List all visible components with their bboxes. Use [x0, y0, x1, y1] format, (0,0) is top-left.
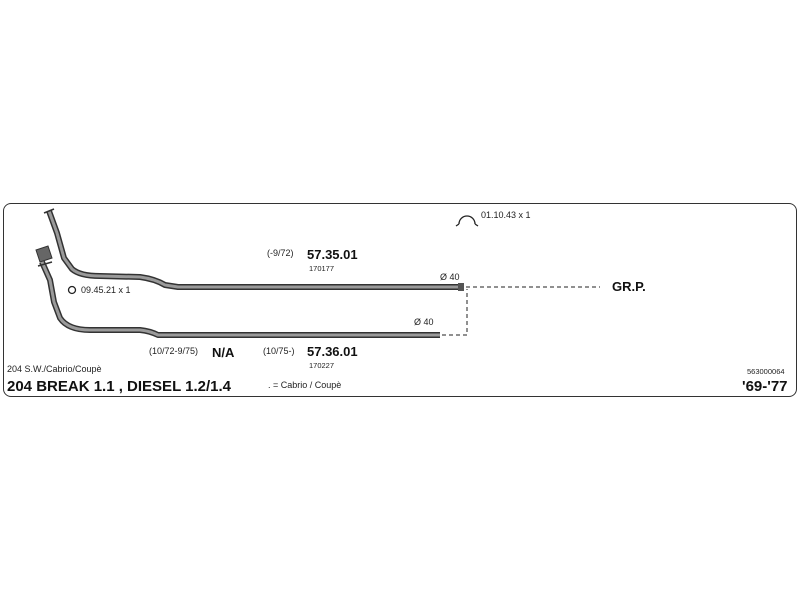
doc-number: 563000064 — [747, 367, 785, 376]
pipe-57-36-01 — [35, 245, 440, 338]
page-title: 204 BREAK 1.1 , DIESEL 1.2/1.4 — [7, 378, 231, 395]
pipe-1-ref: 170177 — [309, 264, 335, 273]
pipe-57-35-01 — [43, 208, 464, 291]
pipe-end-upper — [458, 283, 464, 291]
year-range: '69-'77 — [742, 378, 788, 395]
pipe-inlet-lower — [37, 261, 53, 267]
pipe-inlet-upper — [43, 208, 55, 214]
pipe-2-range: (10/75-) — [263, 346, 295, 356]
pipe-2-diameter: Ø 40 — [414, 317, 434, 327]
grp-label: GR.P. — [612, 279, 646, 294]
clamp-icon — [455, 215, 479, 227]
clamp-code: 01.10.43 x 1 — [481, 210, 531, 220]
ring-icon — [67, 285, 77, 295]
dashed-connector — [442, 286, 600, 336]
flange-icon — [35, 245, 53, 263]
pipe-1-diameter: Ø 40 — [440, 272, 460, 282]
na-label: N/A — [212, 345, 235, 360]
diagram-panel — [3, 203, 797, 397]
pipe-1-code: 57.35.01 — [307, 247, 358, 262]
pipe-2-code: 57.36.01 — [307, 344, 358, 359]
subtitle: 204 S.W./Cabrio/Coupè — [7, 364, 102, 374]
na-range: (10/72-9/75) — [149, 346, 199, 356]
pipe-1-range: (-9/72) — [267, 248, 294, 258]
cabrio-note: . = Cabrio / Coupè — [268, 380, 342, 390]
gasket-code: 09.45.21 x 1 — [81, 285, 131, 295]
pipe-2-ref: 170227 — [309, 361, 335, 370]
